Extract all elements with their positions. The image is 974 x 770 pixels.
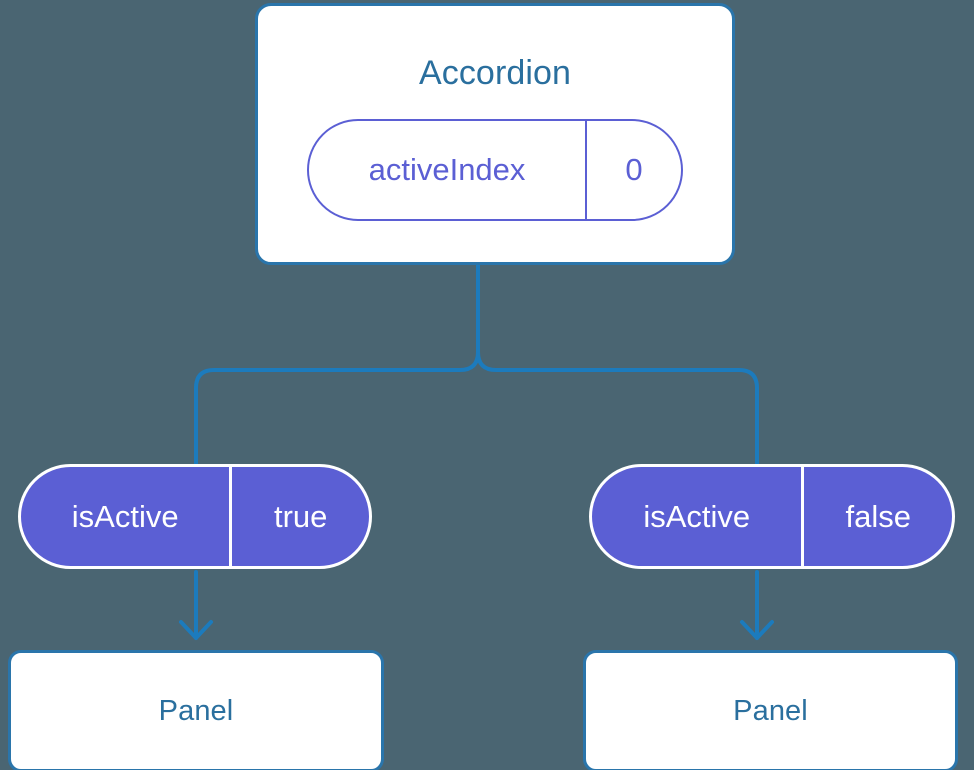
state-pill-active-index[interactable]: activeIndex 0 <box>307 119 683 221</box>
node-panel-card-right[interactable]: Panel <box>583 650 958 770</box>
prop-pill-value: false <box>801 467 952 566</box>
accordion-title: Accordion <box>418 54 572 92</box>
prop-pill-key: isActive <box>643 498 751 534</box>
prop-pill-key: isActive <box>71 498 179 534</box>
prop-pill-isactive-left[interactable]: isActive true <box>18 464 372 569</box>
state-pill-key: activeIndex <box>368 152 526 187</box>
state-pill-value: 0 <box>585 121 681 219</box>
panel-title-left: Panel <box>158 695 234 727</box>
connector-root-split <box>194 263 480 467</box>
prop-pill-isactive-right[interactable]: isActive false <box>589 464 955 569</box>
prop-pill-value: true <box>229 467 369 566</box>
panel-title-right: Panel <box>733 695 808 727</box>
node-panel-card-left[interactable]: Panel <box>8 650 384 770</box>
arrow-left-to-panel-head <box>179 620 213 640</box>
arrow-right-to-panel-head <box>740 620 774 640</box>
connector-root-split-right <box>476 350 759 467</box>
